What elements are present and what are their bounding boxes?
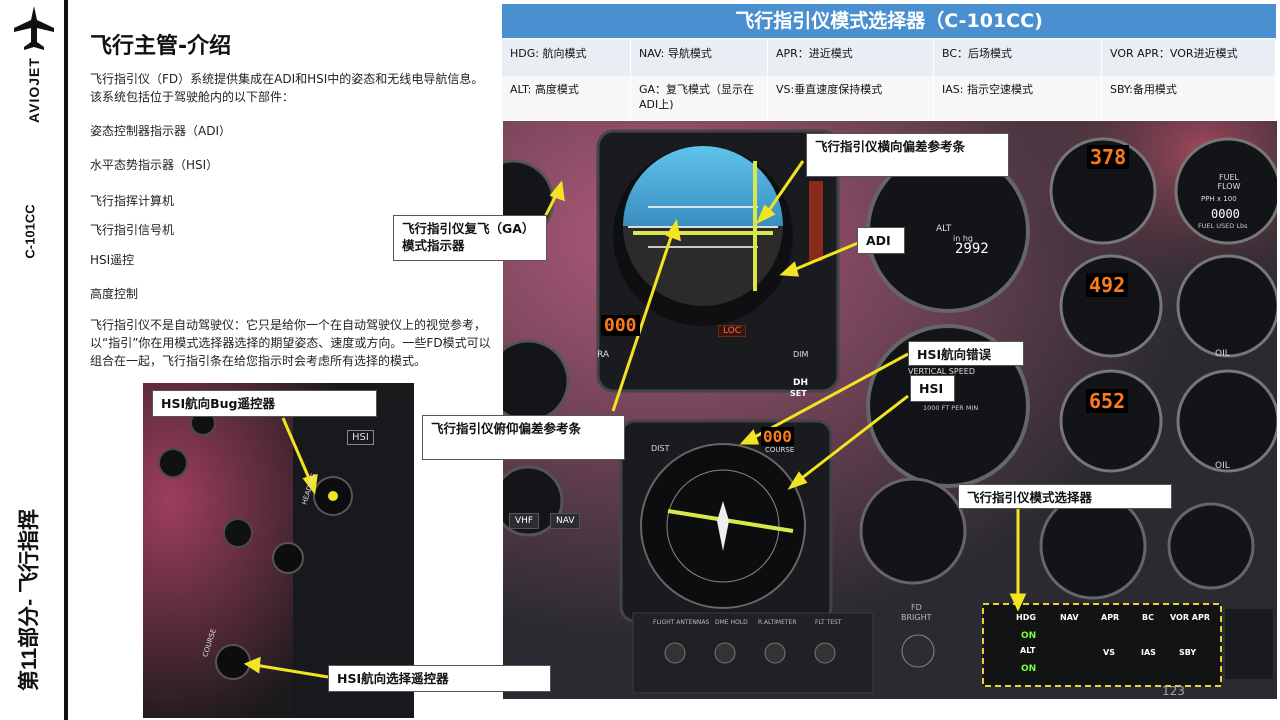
brand-label: AVIOJET xyxy=(26,57,42,123)
hdg-on-annunciator: ON xyxy=(1021,631,1037,641)
fd-mode-button-hdg[interactable]: HDG xyxy=(1016,613,1036,622)
fd-mode-button-sby[interactable]: SBY xyxy=(1179,648,1197,657)
altimeter-setting-counter: 2992 xyxy=(955,241,989,257)
mode-cell: BC：后场模式 xyxy=(934,40,1102,76)
ra-label: RA xyxy=(597,350,610,360)
nav-annunciator: NAV xyxy=(550,513,581,529)
component-item: 姿态控制器指示器（ADI） xyxy=(90,124,231,138)
note-paragraph: 飞行指引仪不是自动驾驶仪：它只是给你一个在自动驾驶仪上的视觉参考，以“指引”你在… xyxy=(90,318,491,368)
fd-mode-button-vs[interactable]: VS xyxy=(1103,648,1115,657)
vsi-label: VERTICAL SPEED xyxy=(908,367,975,376)
fd-mode-button-nav[interactable]: NAV xyxy=(1060,613,1079,622)
hsi-panel-label: HSI xyxy=(347,430,374,445)
intro-paragraph: 飞行指引仪（FD）系统提供集成在ADI和HSI中的姿态和无线电导航信息。该系统包… xyxy=(90,72,484,104)
switch-label: FLIGHT ANTENNAS xyxy=(653,619,710,626)
fd-mode-button-apr[interactable]: APR xyxy=(1101,613,1120,622)
mode-cell: HDG: 航向模式 xyxy=(502,40,631,76)
section-label: 第11部分- 飞行指挥 xyxy=(18,508,41,692)
adi-digital-counter: 000 xyxy=(601,315,640,336)
oil-gauge-label: OIL xyxy=(1215,349,1230,359)
component-item: 高度控制 xyxy=(90,287,139,301)
component-item: 飞行指挥计算机 xyxy=(90,194,175,208)
hsi-remote-illustration xyxy=(143,383,414,718)
dh-set-label: SET xyxy=(790,389,807,398)
callout-heading-bug-knob: HSI航向Bug遥控器 xyxy=(152,390,377,417)
callout-pitch-deviation-bar: 飞行指引仪俯仰偏差参考条 xyxy=(422,415,625,460)
callout-hsi: HSI xyxy=(910,375,955,402)
dim-label: DIM xyxy=(793,350,809,359)
dh-label: DH xyxy=(793,378,809,388)
component-item: 水平态势指示器（HSI） xyxy=(90,158,219,172)
cockpit-instrument-panel: 378 FUEL FLOW PPH x 100 0000 FUEL USED L… xyxy=(503,121,1277,699)
mode-selector-table: 飞行指引仪模式选择器（C-101CC) HDG: 航向模式 NAV: 导航模式 … xyxy=(502,4,1276,120)
callout-adi: ADI xyxy=(857,227,905,254)
fd-mode-button-alt[interactable]: ALT xyxy=(1020,646,1036,655)
switch-label: R.ALTIMETER xyxy=(758,619,797,626)
loc-annunciator: LOC xyxy=(718,325,747,337)
mode-cell: NAV: 导航模式 xyxy=(631,40,768,76)
hsi-remote-photo: HSI HEADING COURSE xyxy=(143,383,414,718)
vsi-unit: 1000 FT PER MIN xyxy=(923,404,979,412)
mode-cell: VOR APR：VOR进近模式 xyxy=(1102,40,1276,76)
fuel-used-counter: 0000 xyxy=(1211,207,1240,221)
mode-table-title: 飞行指引仪模式选择器（C-101CC) xyxy=(502,4,1276,38)
fuel-used-label: FUEL USED Lbs xyxy=(1198,222,1248,230)
fd-mode-button-bc[interactable]: BC xyxy=(1142,613,1154,622)
cockpit-illustration xyxy=(503,121,1277,699)
mode-table-grid: HDG: 航向模式 NAV: 导航模式 APR：进近模式 BC：后场模式 VOR… xyxy=(502,40,1276,120)
alt-on-annunciator: ON xyxy=(1021,664,1037,674)
airplane-logo-icon xyxy=(14,6,54,50)
temp-digital-counter: 492 xyxy=(1086,273,1129,297)
sidebar: AVIOJET C-101CC 第11部分- 飞行指挥 xyxy=(0,0,68,720)
callout-mode-selector: 飞行指引仪模式选择器 xyxy=(958,484,1172,509)
fd-mode-button-vor-apr[interactable]: VOR APR xyxy=(1170,613,1211,622)
callout-lateral-deviation-bar: 飞行指引仪横向偏差参考条 xyxy=(806,133,1009,177)
mode-cell: SBY:备用模式 xyxy=(1102,76,1276,120)
course-digital-counter: 000 xyxy=(761,427,794,446)
component-item: HSI遥控 xyxy=(90,253,135,267)
mode-cell: IAS: 指示空速模式 xyxy=(934,76,1102,120)
callout-ga-mode-indicator: 飞行指引仪复飞（GA）模式指示器 xyxy=(393,215,547,261)
mode-cell: GA：复飞模式（显示在ADI上) xyxy=(631,76,768,120)
fuel-flow-unit: PPH x 100 xyxy=(1201,195,1237,203)
vhf-annunciator: VHF xyxy=(509,513,540,529)
callout-hsi-heading-error: HSI航向错误 xyxy=(908,341,1024,366)
switch-label: FLT TEST xyxy=(815,619,842,626)
page-number: 123 xyxy=(1162,684,1185,698)
fuel-flow-label: FUEL FLOW xyxy=(1217,173,1241,191)
altimeter-label: ALT xyxy=(936,224,952,234)
fd-bright-label: BRIGHT xyxy=(901,613,932,622)
course-label: COURSE xyxy=(765,446,795,454)
callout-course-select-knob: HSI航向选择遥控器 xyxy=(328,665,551,692)
dist-label: DIST xyxy=(651,444,670,453)
fd-mode-button-ias[interactable]: IAS xyxy=(1141,648,1156,657)
component-item: 飞行指引信号机 xyxy=(90,223,175,237)
oil-digital-counter: 652 xyxy=(1086,389,1129,413)
oil-gauge-label: OIL xyxy=(1215,461,1230,471)
mode-cell: APR：进近模式 xyxy=(768,40,934,76)
fuel-digital-counter: 378 xyxy=(1087,145,1130,169)
fd-label: FD xyxy=(911,603,922,612)
altimeter-unit: in hg xyxy=(953,234,973,243)
mode-cell: ALT: 高度模式 xyxy=(502,76,631,120)
mode-cell: VS:垂直速度保持模式 xyxy=(768,76,934,120)
switch-label: DME HOLD xyxy=(715,619,748,626)
page-title: 飞行主管-介绍 xyxy=(90,34,232,59)
model-label: C-101CC xyxy=(22,204,38,259)
